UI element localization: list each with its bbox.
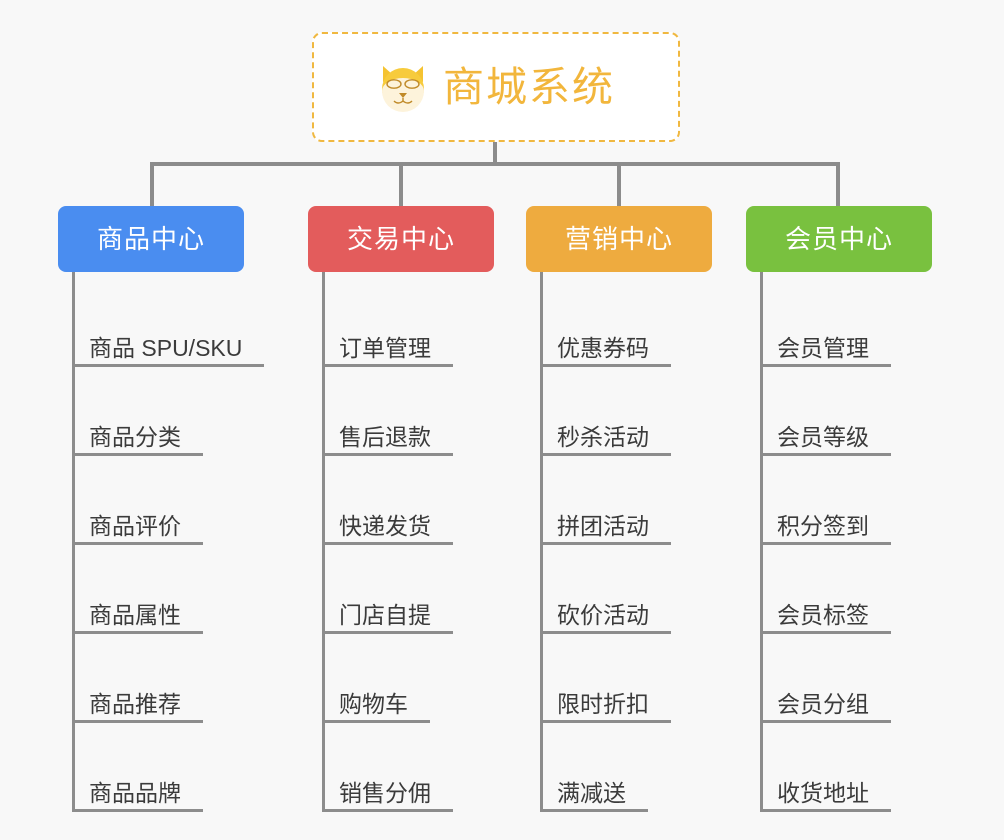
connector-drop-4 bbox=[836, 162, 840, 208]
leaf-item-label: 购物车 bbox=[339, 691, 408, 717]
leaf-item[interactable]: 商品属性 bbox=[58, 545, 244, 634]
leaf-item-label: 拼团活动 bbox=[557, 513, 649, 539]
leaf-item-underline bbox=[72, 631, 203, 634]
leaf-item-underline bbox=[72, 364, 264, 367]
branch-subtree-4: 会员管理会员等级积分签到会员标签会员分组收货地址 bbox=[746, 272, 932, 812]
connector-root-stem bbox=[493, 142, 497, 164]
leaf-item[interactable]: 限时折扣 bbox=[526, 634, 712, 723]
leaf-item[interactable]: 门店自提 bbox=[308, 545, 494, 634]
leaf-item[interactable]: 会员等级 bbox=[746, 367, 932, 456]
branch-column-2: 交易中心 订单管理售后退款快递发货门店自提购物车销售分佣 bbox=[308, 206, 494, 812]
connector-drop-3 bbox=[617, 162, 621, 208]
branch-header-1[interactable]: 商品中心 bbox=[58, 206, 244, 272]
leaf-item-label: 砍价活动 bbox=[557, 602, 649, 628]
leaf-item-underline bbox=[540, 542, 671, 545]
leaf-item-underline bbox=[760, 542, 891, 545]
leaf-item-label: 会员管理 bbox=[777, 335, 869, 361]
leaf-item[interactable]: 积分签到 bbox=[746, 456, 932, 545]
leaf-item-underline bbox=[72, 453, 203, 456]
leaf-item[interactable]: 售后退款 bbox=[308, 367, 494, 456]
leaf-item[interactable]: 会员管理 bbox=[746, 278, 932, 367]
branch-header-label: 会员中心 bbox=[784, 224, 893, 254]
leaf-item[interactable]: 优惠券码 bbox=[526, 278, 712, 367]
leaf-item-underline bbox=[72, 809, 203, 812]
leaf-item-underline bbox=[322, 364, 453, 367]
leaf-item-underline bbox=[540, 809, 648, 812]
leaf-item-underline bbox=[322, 809, 453, 812]
leaf-item-label: 会员标签 bbox=[777, 602, 869, 628]
leaf-item[interactable]: 商品 SPU/SKU bbox=[58, 278, 264, 367]
leaf-item-label: 会员分组 bbox=[777, 691, 869, 717]
leaf-item[interactable]: 商品推荐 bbox=[58, 634, 244, 723]
leaf-item-label: 积分签到 bbox=[777, 513, 869, 539]
leaf-item-label: 商品分类 bbox=[89, 424, 181, 450]
leaf-item-underline bbox=[760, 720, 891, 723]
connector-drop-1 bbox=[150, 162, 154, 208]
leaf-item-label: 限时折扣 bbox=[557, 691, 649, 717]
leaf-item[interactable]: 秒杀活动 bbox=[526, 367, 712, 456]
leaf-item[interactable]: 砍价活动 bbox=[526, 545, 712, 634]
leaf-item[interactable]: 商品评价 bbox=[58, 456, 244, 545]
leaf-item[interactable]: 销售分佣 bbox=[308, 723, 494, 812]
connector-horizontal-bus bbox=[150, 162, 840, 166]
leaf-item-label: 商品推荐 bbox=[89, 691, 181, 717]
leaf-item-label: 订单管理 bbox=[339, 335, 431, 361]
leaf-item-label: 快递发货 bbox=[339, 513, 431, 539]
leaf-item[interactable]: 购物车 bbox=[308, 634, 494, 723]
leaf-item-underline bbox=[72, 720, 203, 723]
leaf-item-label: 商品品牌 bbox=[89, 780, 181, 806]
leaf-item-label: 商品 SPU/SKU bbox=[89, 335, 243, 361]
leaf-item-underline bbox=[72, 542, 203, 545]
leaf-item-label: 秒杀活动 bbox=[557, 424, 649, 450]
leaf-item[interactable]: 会员标签 bbox=[746, 545, 932, 634]
leaf-item[interactable]: 拼团活动 bbox=[526, 456, 712, 545]
leaf-item-underline bbox=[540, 453, 671, 456]
leaf-item-underline bbox=[322, 542, 453, 545]
leaf-item-label: 优惠券码 bbox=[557, 335, 649, 361]
branch-header-4[interactable]: 会员中心 bbox=[746, 206, 932, 272]
leaf-item-label: 售后退款 bbox=[339, 424, 431, 450]
leaf-item-underline bbox=[322, 453, 453, 456]
leaf-item-underline bbox=[322, 631, 453, 634]
leaf-item-label: 收货地址 bbox=[777, 780, 869, 806]
leaf-item[interactable]: 满减送 bbox=[526, 723, 712, 812]
branch-header-3[interactable]: 营销中心 bbox=[526, 206, 712, 272]
leaf-item-underline bbox=[760, 631, 891, 634]
branch-header-label: 营销中心 bbox=[564, 224, 673, 254]
leaf-item[interactable]: 商品分类 bbox=[58, 367, 244, 456]
leaf-item-label: 商品属性 bbox=[89, 602, 181, 628]
branch-subtree-3: 优惠券码秒杀活动拼团活动砍价活动限时折扣满减送 bbox=[526, 272, 712, 812]
leaf-item[interactable]: 会员分组 bbox=[746, 634, 932, 723]
leaf-item-underline bbox=[322, 720, 430, 723]
leaf-item-underline bbox=[540, 720, 671, 723]
leaf-item[interactable]: 订单管理 bbox=[308, 278, 494, 367]
branch-column-4: 会员中心 会员管理会员等级积分签到会员标签会员分组收货地址 bbox=[746, 206, 932, 812]
leaf-item-label: 商品评价 bbox=[89, 513, 181, 539]
shiba-dog-icon bbox=[382, 66, 424, 112]
root-node[interactable]: 商城系统 bbox=[312, 32, 680, 142]
branch-header-label: 商品中心 bbox=[96, 224, 205, 254]
leaf-item[interactable]: 快递发货 bbox=[308, 456, 494, 545]
leaf-item-label: 销售分佣 bbox=[339, 780, 431, 806]
branch-column-1: 商品中心 商品 SPU/SKU 商品分类商品评价商品属性商品推荐商品品牌 bbox=[58, 206, 264, 812]
leaf-item-label: 会员等级 bbox=[777, 424, 869, 450]
leaf-item-underline bbox=[540, 364, 671, 367]
leaf-item[interactable]: 收货地址 bbox=[746, 723, 932, 812]
branch-subtree-2: 订单管理售后退款快递发货门店自提购物车销售分佣 bbox=[308, 272, 494, 812]
connector-drop-2 bbox=[399, 162, 403, 208]
leaf-item[interactable]: 商品品牌 bbox=[58, 723, 244, 812]
branch-header-label: 交易中心 bbox=[346, 224, 455, 254]
branch-column-3: 营销中心 优惠券码秒杀活动拼团活动砍价活动限时折扣满减送 bbox=[526, 206, 712, 812]
leaf-item-underline bbox=[760, 809, 891, 812]
leaf-item-underline bbox=[760, 453, 891, 456]
leaf-item-underline bbox=[540, 631, 671, 634]
branch-header-2[interactable]: 交易中心 bbox=[308, 206, 494, 272]
leaf-item-label: 门店自提 bbox=[339, 602, 431, 628]
root-title: 商城系统 bbox=[443, 63, 615, 110]
leaf-item-underline bbox=[760, 364, 891, 367]
leaf-item-label: 满减送 bbox=[557, 780, 626, 806]
branch-subtree-1: 商品 SPU/SKU 商品分类商品评价商品属性商品推荐商品品牌 bbox=[58, 272, 264, 812]
